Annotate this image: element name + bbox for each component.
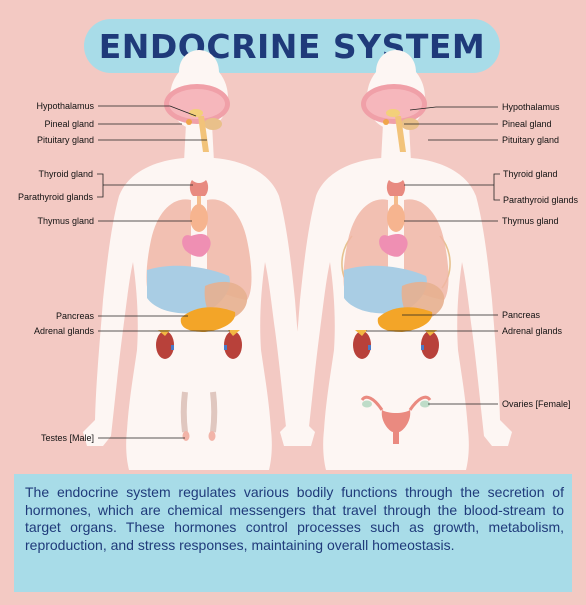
male-leader-lines <box>97 105 230 439</box>
female-labels: Hypothalamus Pineal gland Pituitary glan… <box>502 102 579 409</box>
label-pancreas-female: Pancreas <box>502 310 541 320</box>
label-thyroid-male: Thyroid gland <box>38 169 93 179</box>
description-text: The endocrine system regulates various b… <box>25 484 564 553</box>
female-figure <box>280 50 512 470</box>
label-parathyroid-male: Parathyroid glands <box>18 192 94 202</box>
ovary-right <box>420 400 430 408</box>
label-pineal-male: Pineal gland <box>44 119 94 129</box>
label-adrenal-female: Adrenal glands <box>502 326 563 336</box>
label-pituitary-male: Pituitary gland <box>37 135 94 145</box>
testis-right <box>208 431 216 441</box>
label-testes: Testes [Male] <box>41 433 94 443</box>
male-labels: Hypothalamus Pineal gland Pituitary glan… <box>18 101 95 443</box>
description-panel: The endocrine system regulates various b… <box>14 474 572 592</box>
label-ovaries: Ovaries [Female] <box>502 399 571 409</box>
label-hypothalamus-female: Hypothalamus <box>502 102 560 112</box>
page-title: ENDOCRINE SYSTEM <box>98 26 486 66</box>
label-parathyroid-female: Parathyroid glands <box>503 195 579 205</box>
label-adrenal-male: Adrenal glands <box>34 326 95 336</box>
label-thymus-female: Thymus gland <box>502 216 559 226</box>
male-figure <box>83 50 315 470</box>
label-pituitary-female: Pituitary gland <box>502 135 559 145</box>
label-hypothalamus-male: Hypothalamus <box>36 101 94 111</box>
female-leader-lines <box>366 106 500 405</box>
uterus <box>381 410 411 444</box>
title-banner: ENDOCRINE SYSTEM <box>84 19 500 73</box>
label-pineal-female: Pineal gland <box>502 119 552 129</box>
testis-left <box>182 431 190 441</box>
label-thymus-male: Thymus gland <box>37 216 94 226</box>
label-pancreas-male: Pancreas <box>56 311 95 321</box>
label-thyroid-female: Thyroid gland <box>503 169 558 179</box>
ovary-left <box>362 400 372 408</box>
